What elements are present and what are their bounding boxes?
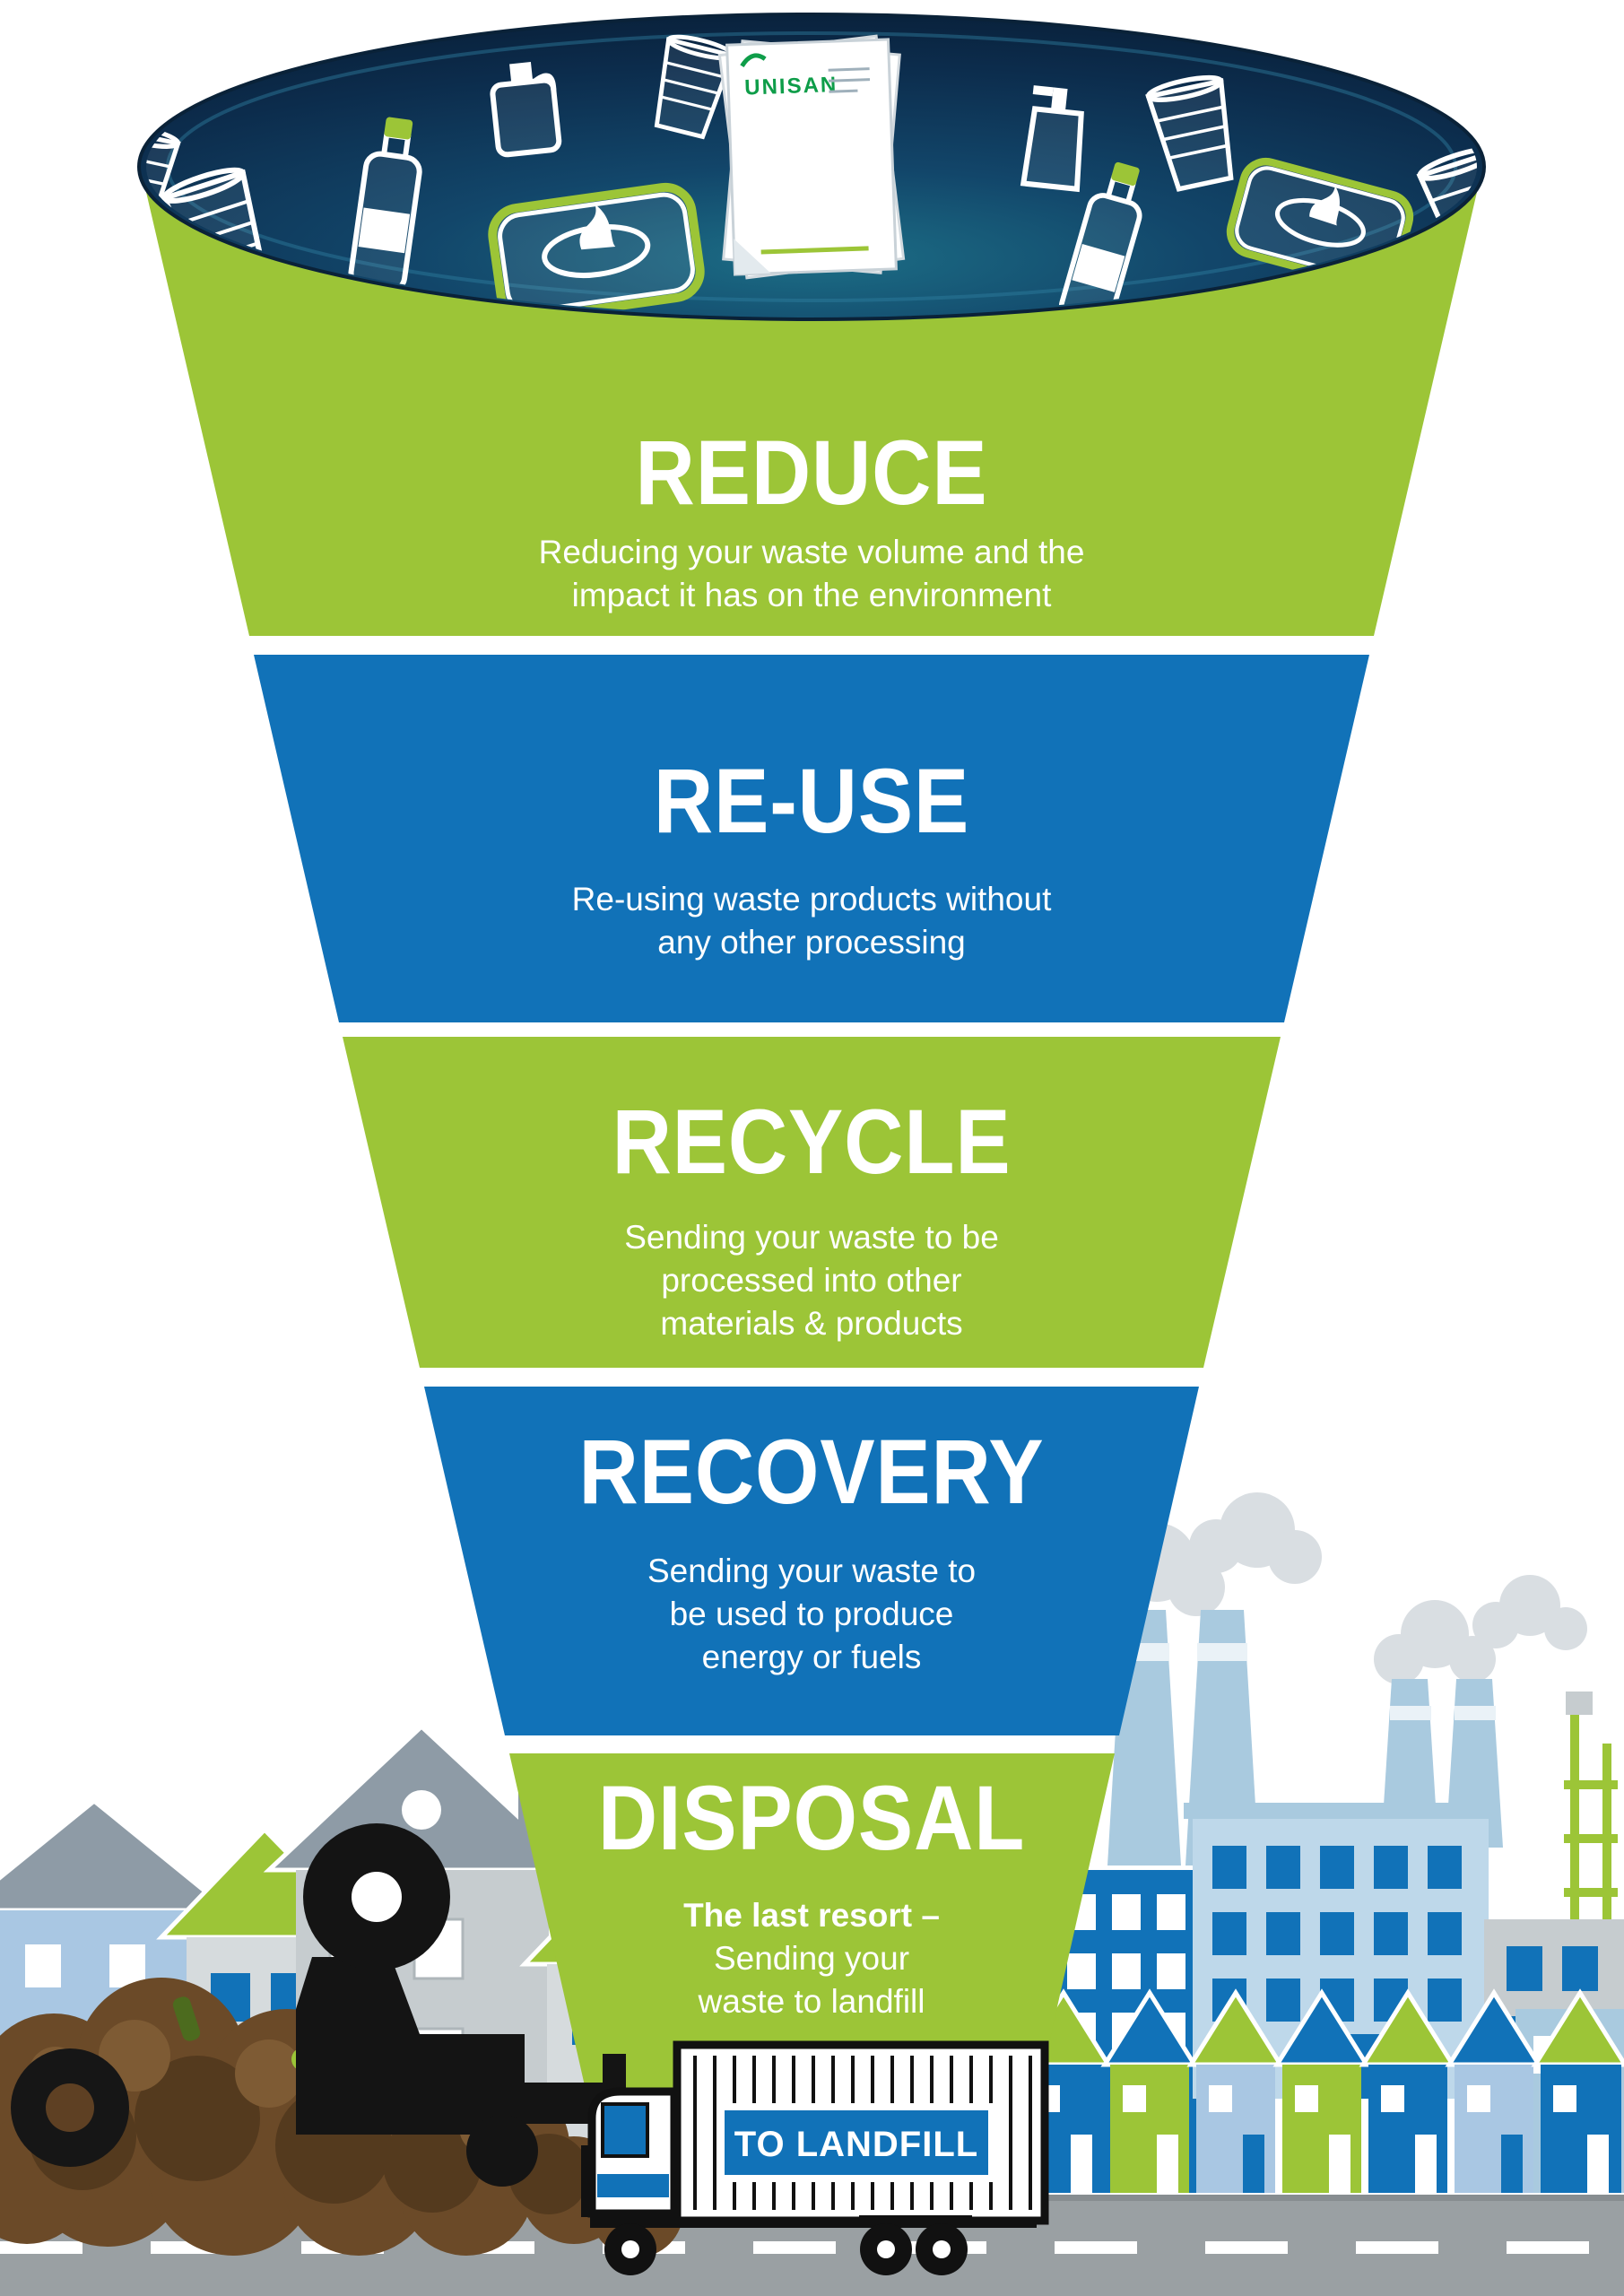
segment-desc-line: any other processing [657, 924, 965, 961]
unisan-swoosh-icon [740, 53, 767, 68]
paper-brand: UNISAN [744, 73, 838, 100]
segment-disposal [509, 1753, 1115, 2090]
segment-desc-line: Re-using waste products without [572, 881, 1052, 918]
segment-heading: REDUCE [636, 421, 988, 524]
segment-recycle-text: RECYCLE Sending your waste to be process… [612, 1090, 1012, 1342]
segment-heading: RECYCLE [612, 1090, 1012, 1193]
segment-heading: RE-USE [654, 749, 969, 852]
stray-bottle-icon [172, 1996, 201, 2041]
segment-desc-line: waste to landfill [698, 1983, 925, 2020]
segment-desc-line: processed into other [661, 1262, 961, 1299]
segment-reuse [254, 655, 1369, 1022]
segment-heading: RECOVERY [579, 1420, 1045, 1523]
segment-heading: DISPOSAL [598, 1766, 1025, 1869]
truck-wheels [604, 2215, 972, 2275]
landfill-truck: TO LANDFILL [581, 2040, 1049, 2275]
segment-recovery [424, 1387, 1199, 1735]
segment-recovery-text: RECOVERY Sending your waste to be used t… [579, 1420, 1045, 1675]
segment-desc-line: materials & products [660, 1305, 962, 1342]
segment-recycle [343, 1037, 1281, 1368]
segment-reduce-text: REDUCE Reducing your waste volume and th… [539, 421, 1085, 613]
segment-desc-line: Reducing your waste volume and the [539, 534, 1085, 570]
truck-container: TO LANDFILL [673, 2040, 1049, 2225]
segment-desc-line: impact it has on the environment [572, 577, 1052, 613]
green-gantry [1564, 1715, 1618, 1919]
right-houses-row [1014, 1988, 1624, 2193]
segment-desc-line: The last resort – [683, 1897, 940, 1934]
segment-disposal-text: DISPOSAL The last resort – Sending your … [598, 1766, 1025, 2020]
truck-windscreen [601, 2102, 649, 2158]
segment-reuse-text: RE-USE Re-using waste products without a… [572, 749, 1052, 961]
landfill-compactor [296, 1823, 626, 2187]
truck-label-panel [725, 2110, 988, 2175]
gantry-cab [1566, 1692, 1593, 1715]
segment-desc-line: Sending your waste to [647, 1552, 976, 1589]
paper-stack: UNISAN [717, 34, 906, 280]
segment-desc-line: be used to produce [670, 1596, 954, 1632]
segment-desc-line: energy or fuels [702, 1639, 922, 1675]
waste-funnel: UNISAN REDUCE Reducing your waste volume… [91, 13, 1526, 2090]
waste-items: UNISAN [91, 32, 1526, 329]
segment-desc-line: Sending your [714, 1940, 909, 1977]
segment-desc-line: Sending your waste to be [624, 1219, 999, 1256]
truck-label: TO LANDFILL [734, 2125, 978, 2164]
truck-cab [581, 2087, 679, 2218]
